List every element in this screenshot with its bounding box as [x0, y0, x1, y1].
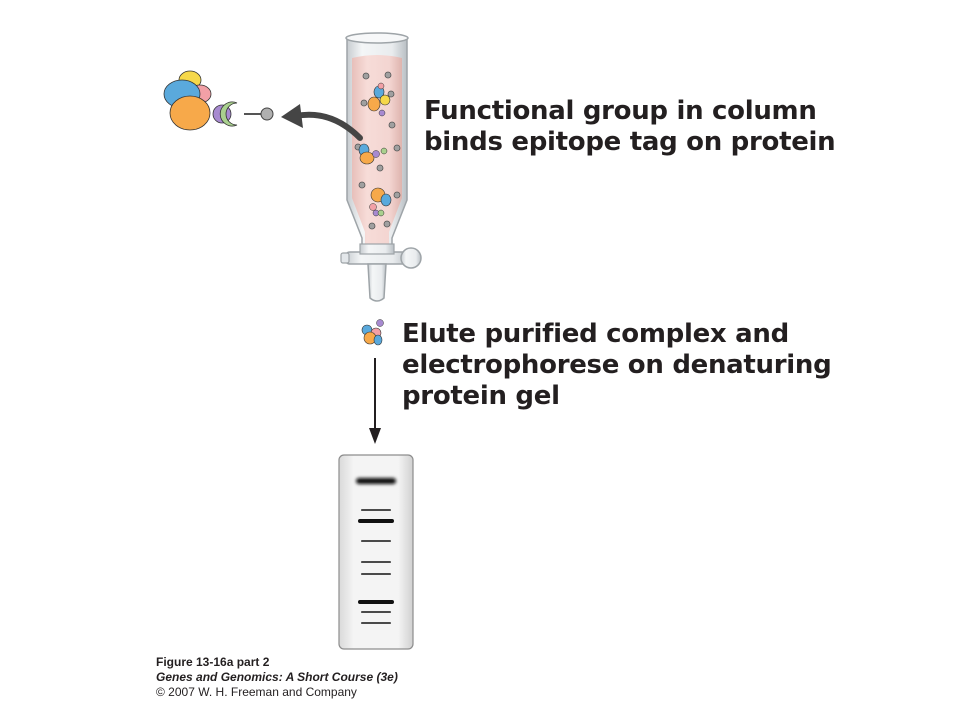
- column-outlet: [367, 263, 387, 302]
- caption-copyright: © 2007 W. H. Freeman and Company: [156, 685, 357, 699]
- stopcock-knob: [400, 247, 422, 269]
- elute-step-line-2: electrophorese on denaturing: [402, 350, 832, 380]
- column-step-line-1: Functional group in column: [424, 96, 817, 126]
- gel-band-1: [356, 478, 396, 484]
- affinity-column: [340, 32, 422, 302]
- functional-group: [219, 101, 238, 127]
- protein-gel: [338, 454, 414, 650]
- tagged-protein-complex: [163, 70, 274, 131]
- column-beads: [354, 71, 401, 230]
- elute-step-label: Elute purified complex and electrophores…: [402, 319, 832, 412]
- gel-bands: [356, 478, 396, 624]
- column-rim: [345, 32, 409, 44]
- bound-complex-1: [367, 82, 391, 117]
- gel-band-2: [361, 509, 391, 511]
- column-step-label: Functional group in column binds epitope…: [424, 96, 836, 158]
- elute-arrow: [369, 358, 381, 444]
- gel-band-5: [361, 561, 391, 563]
- caption-figure-number: Figure 13-16a part 2: [156, 655, 270, 669]
- elute-step-line-1: Elute purified complex and: [402, 319, 789, 349]
- gel-band-6: [361, 573, 391, 575]
- bind-arrow: [281, 104, 363, 141]
- elute-step-line-3: protein gel: [402, 381, 560, 411]
- gel-band-7: [358, 600, 394, 604]
- gel-band-9: [361, 622, 391, 624]
- gel-band-8: [361, 611, 391, 613]
- gel-band-4: [361, 540, 391, 542]
- eluted-complex: [361, 319, 384, 346]
- gel-band-3: [358, 519, 394, 523]
- figure-caption: Figure 13-16a part 2 Genes and Genomics:…: [156, 655, 398, 700]
- bound-complex-3: [369, 187, 392, 217]
- bound-complex-2: [358, 143, 388, 165]
- caption-book-title: Genes and Genomics: A Short Course (3e): [156, 670, 398, 684]
- column-bead: [260, 107, 274, 121]
- stopcock-handle: [340, 252, 350, 264]
- column-step-line-2: binds epitope tag on protein: [424, 127, 836, 157]
